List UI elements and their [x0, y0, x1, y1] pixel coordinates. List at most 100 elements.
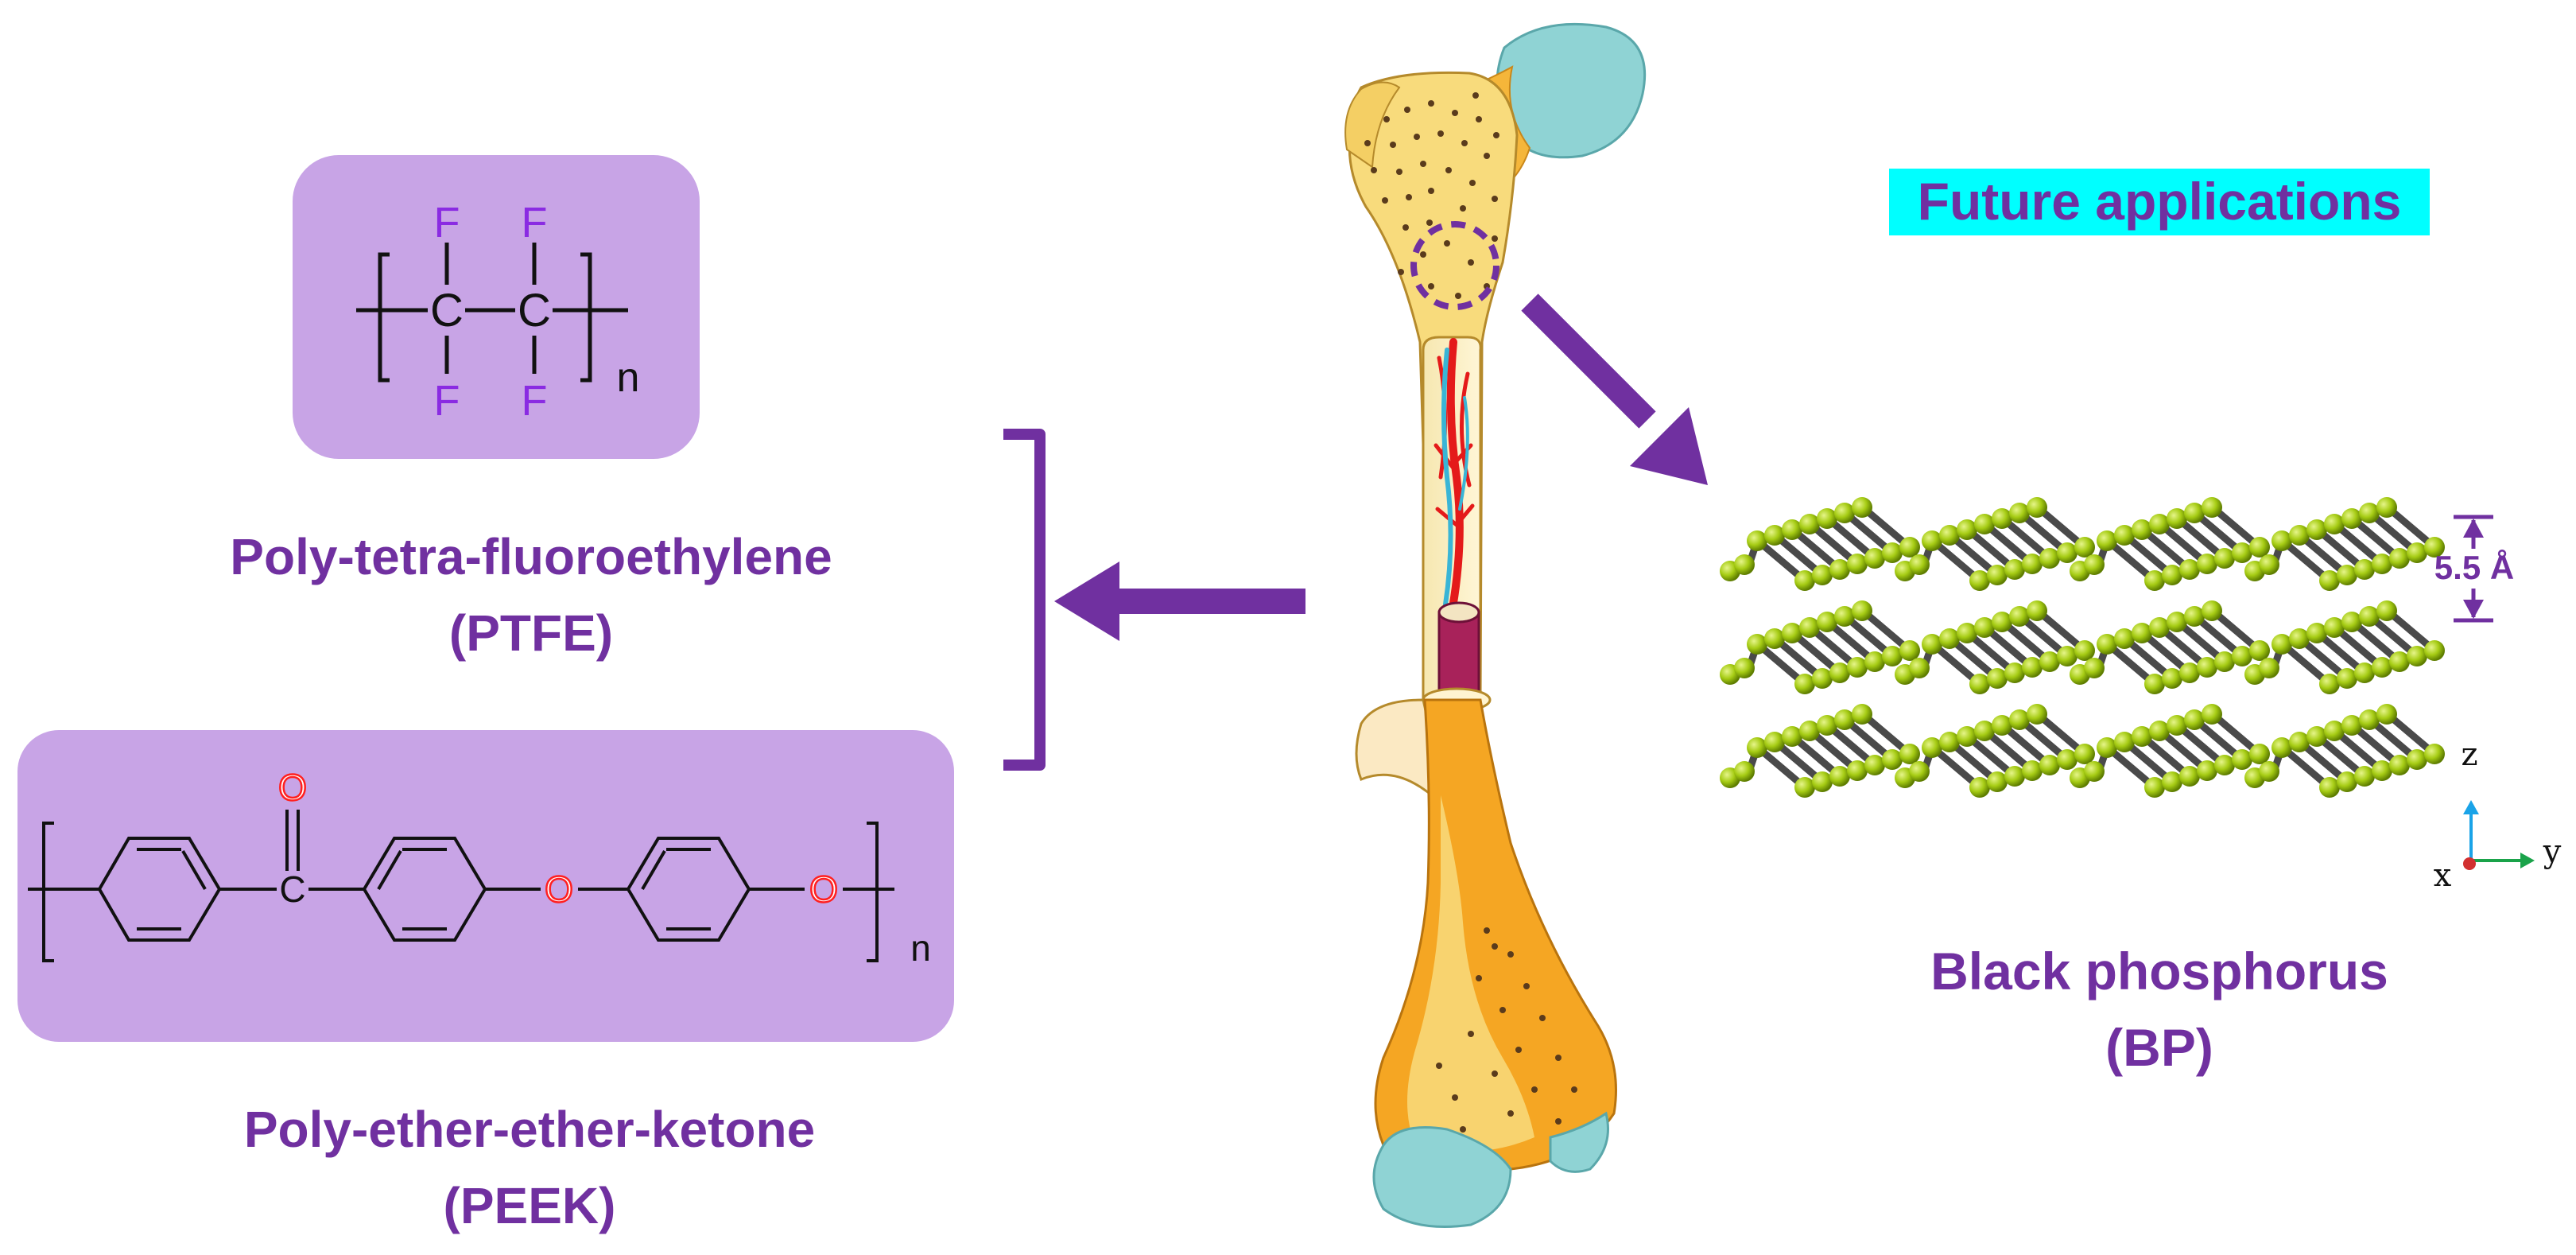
phosphorus-atom — [2389, 755, 2410, 775]
phosphorus-atom — [2376, 600, 2397, 621]
phosphorus-atom — [2341, 508, 2362, 529]
phosphorus-atom — [2249, 640, 2270, 661]
y-axis-arrowhead — [2520, 853, 2535, 868]
phosphorus-atom — [1782, 519, 1802, 540]
phosphorus-atom — [2057, 749, 2077, 770]
phosphorus-atom — [2162, 668, 2182, 689]
phosphorus-atom — [2114, 628, 2135, 649]
distal-cartilage-right — [1549, 1111, 1609, 1173]
phosphorus-atom — [1864, 755, 1885, 775]
phosphorus-atom — [1799, 617, 1820, 638]
phosphorus-atom — [1922, 737, 1942, 758]
bp-name: Black phosphorus — [1930, 942, 2388, 1001]
phosphorus-atom — [2232, 646, 2252, 666]
phosphorus-atom — [2271, 530, 2292, 551]
phosphorus-atom — [2354, 559, 2375, 580]
phosphorus-atom — [2167, 715, 2187, 736]
phosphorus-atom — [2039, 548, 2060, 569]
peek-atom-o-ketone: O — [278, 767, 307, 808]
phosphorus-atom — [2376, 497, 2397, 518]
phosphorus-atom — [1992, 508, 2012, 529]
phosphorus-atom — [1852, 497, 1872, 518]
phosphorus-atom — [2424, 537, 2445, 558]
phosphorus-atom — [1969, 777, 1990, 798]
phosphorus-atom — [1817, 612, 1837, 632]
phosphorus-atom — [2074, 537, 2095, 558]
ptfe-subscript-n: n — [617, 355, 640, 401]
phosphorus-atom — [1882, 646, 1903, 666]
phosphorus-atom — [1794, 570, 1815, 591]
phosphorus-atom — [2289, 732, 2310, 752]
phosphorus-atom — [2376, 704, 2397, 725]
ptfe-box-background — [293, 155, 700, 459]
ptfe-atom-f3: F — [434, 377, 460, 425]
phosphorus-atom — [2337, 668, 2357, 689]
phosphorus-atom — [1882, 542, 1903, 563]
phosphorus-atom — [1864, 548, 1885, 569]
phosphorus-atom — [1992, 715, 2012, 736]
phosphorus-atom — [2197, 657, 2217, 678]
black-phosphorus-layers — [1720, 497, 2445, 798]
phosphorus-atom — [2027, 497, 2047, 518]
phosphorus-atom — [1987, 668, 2008, 689]
phosphorus-atom — [2202, 497, 2222, 518]
phosphorus-atom — [2359, 503, 2380, 523]
phosphorus-atom — [2179, 559, 2200, 580]
phosphorus-atom — [2372, 657, 2392, 678]
phosphorus-atom — [2306, 623, 2327, 643]
phosphorus-atom — [2022, 554, 2043, 574]
phosphorus-atom — [1782, 623, 1802, 643]
phosphorus-atom — [2084, 658, 2105, 678]
phosphorus-atom — [1987, 771, 2008, 792]
phosphorus-atom — [2132, 519, 2152, 540]
phosphorus-atom — [1799, 514, 1820, 534]
phosphorus-atom — [2004, 766, 2025, 787]
marrow-core-cylinder — [1437, 601, 1480, 694]
phosphorus-atom — [2289, 525, 2310, 546]
distal-cartilage — [1372, 1126, 1512, 1228]
phosphorus-atom — [1852, 704, 1872, 725]
phosphorus-atom — [2132, 726, 2152, 747]
phosphorus-atom — [2319, 674, 2340, 694]
phosphorus-atom — [2202, 704, 2222, 725]
phosphorus-atom — [1847, 760, 1868, 781]
phosphorus-atom — [1939, 628, 1960, 649]
phosphorus-atom — [2084, 761, 2105, 782]
future-applications-highlight — [1889, 169, 2430, 235]
axis-triad — [2463, 800, 2535, 870]
phosphorus-atom — [1812, 565, 1833, 585]
phosphorus-atom — [2324, 514, 2345, 534]
bp-layer — [1720, 497, 2445, 591]
phosphorus-atom — [2389, 651, 2410, 672]
ptfe-name: Poly-tetra-fluoroethylene — [230, 528, 832, 585]
phosphorus-atom — [2271, 737, 2292, 758]
ptfe-abbreviation: (PTFE) — [449, 604, 613, 662]
interlayer-spacing-marker — [2454, 515, 2493, 623]
phosphorus-atom — [2149, 617, 2170, 638]
phosphorus-atom — [2389, 548, 2410, 569]
peek-structure-box: C O O O n — [17, 730, 954, 1042]
phosphorus-atom — [1969, 674, 1990, 694]
phosphorus-atom — [2232, 542, 2252, 563]
phosphorus-atom — [1734, 761, 1755, 782]
peek-atom-o-ether-1: O — [545, 868, 573, 910]
phosphorus-atom — [2149, 514, 2170, 534]
arrow-to-black-phosphorus — [1521, 293, 1708, 485]
interlayer-spacing-label: 5.5 Å — [2434, 549, 2514, 586]
phosphorus-atom — [2197, 554, 2217, 574]
phosphorus-atom — [2197, 760, 2217, 781]
phosphorus-atom — [2057, 542, 2077, 563]
phosphorus-atom — [2149, 721, 2170, 741]
phosphorus-atom — [2114, 525, 2135, 546]
phosphorus-atom — [1782, 726, 1802, 747]
phosphorus-atom — [2184, 606, 2205, 627]
ptfe-atom-f1: F — [434, 199, 460, 247]
femur-illustration — [1344, 22, 1647, 1228]
phosphorus-atom — [1882, 749, 1903, 770]
phosphorus-atom — [1974, 514, 1995, 534]
phosphorus-atom — [2009, 709, 2030, 730]
phosphorus-atom — [1909, 554, 1930, 575]
phosphorus-atom — [2027, 704, 2047, 725]
phosphorus-atom — [1812, 771, 1833, 792]
phosphorus-atom — [1974, 721, 1995, 741]
